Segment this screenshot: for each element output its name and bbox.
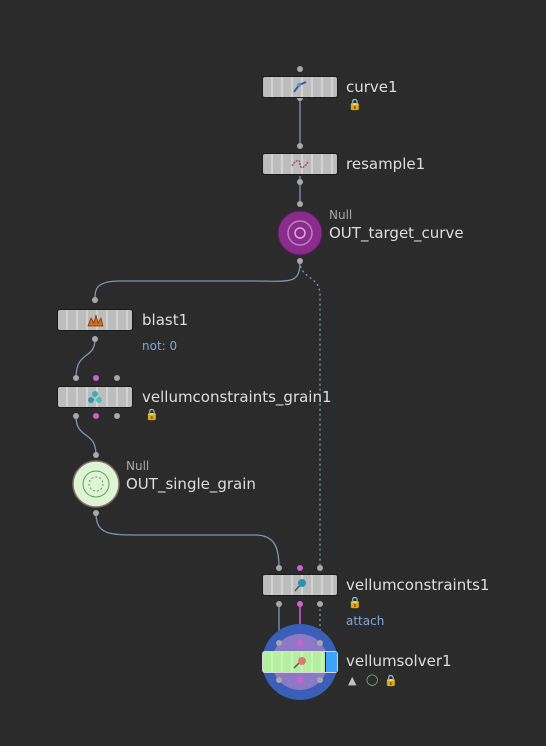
wire-out-grain-vellumconstraints1 <box>95 512 280 569</box>
blast1-node[interactable] <box>57 309 133 331</box>
lock-icon[interactable]: 🔒 <box>145 408 159 421</box>
resample1-label: resample1 <box>346 155 426 173</box>
resample-icon <box>290 155 310 173</box>
lock-icon[interactable]: 🔒 <box>348 98 362 111</box>
vellum-pin-icon <box>290 576 310 594</box>
vellumconstraints1-node[interactable] <box>262 574 338 596</box>
vellumsolver1-label: vellumsolver1 <box>346 652 452 670</box>
curve1-node[interactable] <box>262 76 338 98</box>
wire-out-target-blast1 <box>94 260 301 301</box>
vellumsolver1-node[interactable] <box>262 651 338 673</box>
null-icon-core <box>88 476 104 492</box>
blast1-label: blast1 <box>142 311 189 329</box>
out-target-curve-node[interactable] <box>277 210 323 256</box>
resample1-node[interactable] <box>262 153 338 175</box>
blast1-info: not: 0 <box>142 339 178 353</box>
vellum-grain-icon <box>85 388 105 406</box>
out-target-curve-label: OUT_target_curve <box>329 224 464 242</box>
display-flag[interactable] <box>325 652 337 672</box>
null-icon-core <box>294 227 306 239</box>
out-single-grain-type: Null <box>126 459 150 473</box>
curve1-label: curve1 <box>346 78 398 96</box>
out-single-grain-node[interactable] <box>72 460 120 508</box>
lock-icon[interactable]: 🔒 <box>348 596 362 609</box>
out-single-grain-label: OUT_single_grain <box>126 475 256 493</box>
wire-out-target-vellumconstraints1 <box>299 260 321 568</box>
wire-grain1-out-grain <box>75 415 97 456</box>
sim-cache-icon[interactable]: ▲ <box>348 674 357 687</box>
vellumconstraints-grain1-node[interactable] <box>57 386 133 408</box>
vellum-solver-icon <box>290 653 310 671</box>
vellumconstraints1-info: attach <box>346 614 385 628</box>
lock-icon[interactable]: 🔒 <box>384 674 398 687</box>
vellumconstraints1-label: vellumconstraints1 <box>346 576 490 594</box>
null-icon <box>82 470 110 498</box>
blast-icon <box>85 311 105 329</box>
sim-flag-icon[interactable]: ◯ <box>366 673 379 686</box>
out-target-curve-type: Null <box>329 208 353 222</box>
wire-blast1-grain1 <box>75 338 96 379</box>
curve-icon <box>290 78 310 96</box>
null-icon <box>287 220 313 246</box>
ports-pink[interactable] <box>93 375 303 683</box>
ports[interactable] <box>73 66 323 683</box>
vellumconstraints-grain1-label: vellumconstraints_grain1 <box>142 388 332 406</box>
